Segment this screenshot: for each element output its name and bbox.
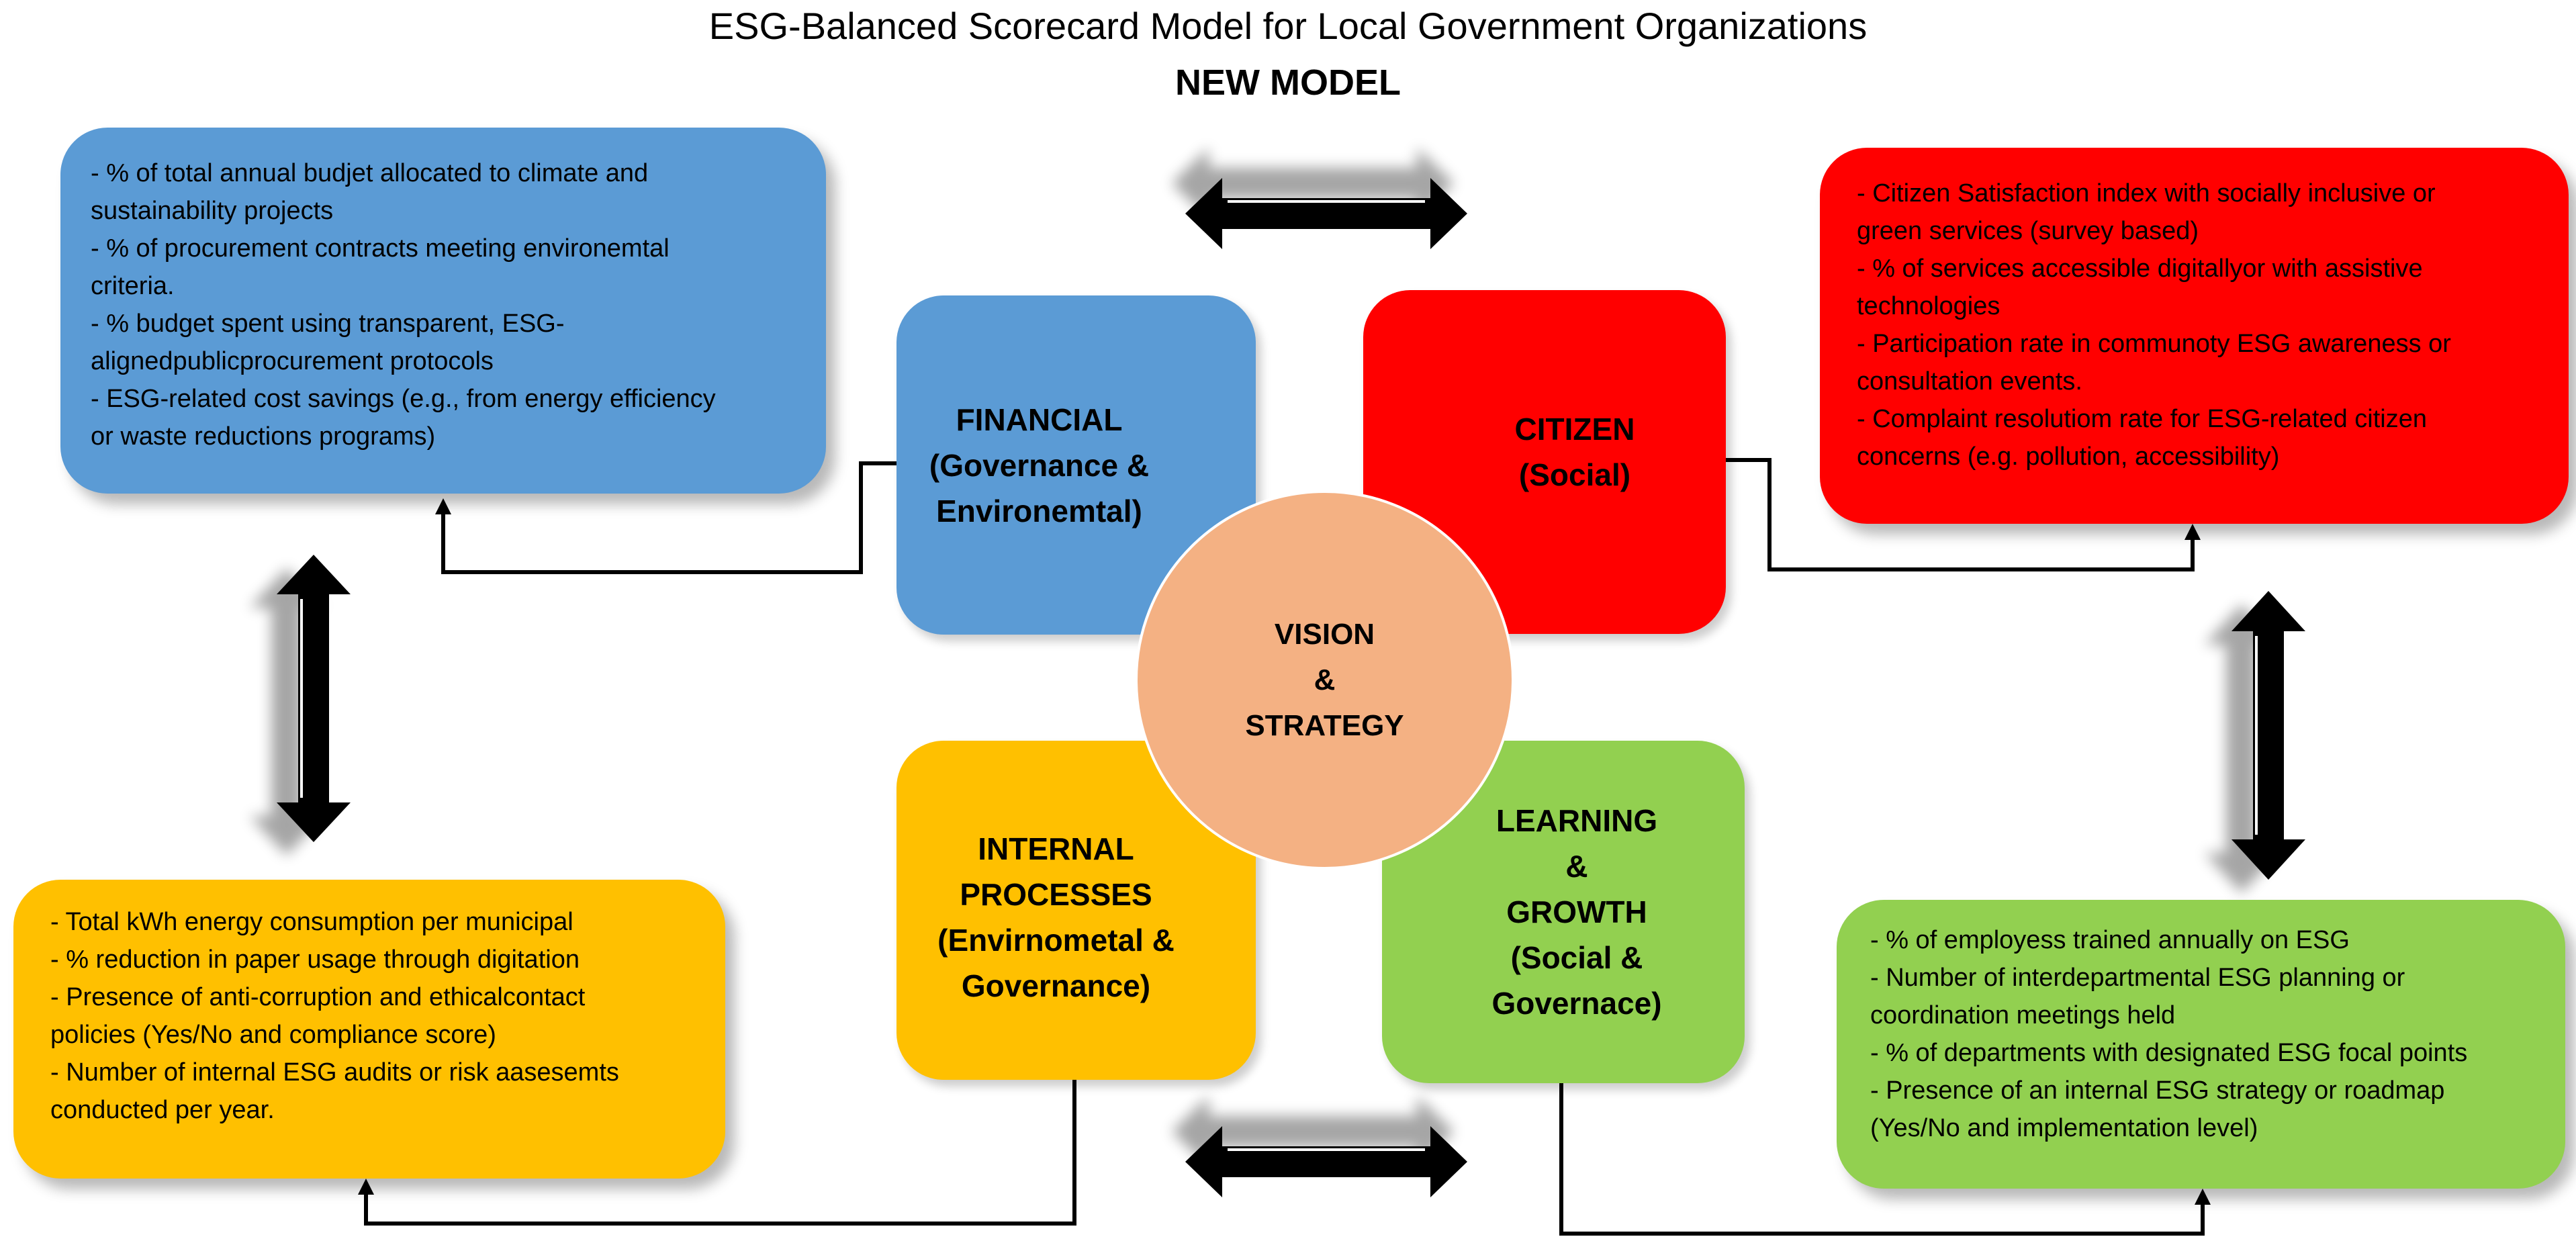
kpi-line: - % of services accessible digitallyor w…: [1857, 255, 2423, 283]
kpi-line: green services (survey based): [1857, 217, 2199, 245]
tile-label: FINANCIAL: [956, 402, 1123, 437]
kpi-line: - % of departments with designated ESG f…: [1870, 1039, 2468, 1067]
arrowhead-learning: [2195, 1189, 2211, 1205]
connector-financial: [441, 461, 896, 574]
arrowhead-financial: [435, 498, 451, 514]
kpi-line: - Complaint resolutiom rate for ESG-rela…: [1857, 405, 2427, 433]
center-label: VISION: [1274, 617, 1375, 651]
tile-label: Governace): [1491, 986, 1662, 1021]
kpi-line: or waste reductions programs): [91, 422, 436, 451]
kpi-line: conducted per year.: [50, 1096, 275, 1124]
double-arrow-top: [1172, 148, 1467, 249]
diagram-subtitle: NEW MODEL: [1175, 62, 1401, 103]
kpi-line: consultation events.: [1857, 367, 2082, 396]
tile-label: (Envirnometal &: [937, 922, 1175, 958]
tile-label: CITIZEN: [1514, 412, 1635, 447]
diagram-title: ESG-Balanced Scorecard Model for Local G…: [708, 5, 1868, 47]
center-label: &: [1314, 663, 1336, 696]
kpi-line: criteria.: [91, 272, 175, 300]
kpi-line: - % of procurement contracts meeting env…: [91, 234, 670, 263]
vision-strategy-circle: VISION & STRATEGY: [1135, 490, 1514, 870]
kpi-line: coordination meetings held: [1870, 1001, 2176, 1029]
kpi-line: alignedpublicprocurement protocols: [91, 347, 494, 375]
connector-internal: [364, 1080, 1076, 1226]
tile-label: GROWTH: [1506, 894, 1647, 929]
tile-label: Governance): [961, 968, 1151, 1003]
kpi-line: - Participation rate in communoty ESG aw…: [1857, 330, 2451, 358]
kpi-line: concerns (e.g. pollution, accessibility): [1857, 443, 2280, 471]
kpi-line: - % of employess trained annually on ESG: [1870, 926, 2350, 954]
kpi-line: - Total kWh energy consumption per munic…: [50, 908, 573, 936]
kpi-line: - Number of interdepartmental ESG planni…: [1870, 964, 2405, 992]
double-arrow-left: [250, 555, 351, 856]
tile-label: (Governance &: [929, 447, 1150, 483]
arrowhead-citizen: [2184, 524, 2201, 540]
double-arrow-bottom: [1172, 1096, 1467, 1197]
kpi-line: - Presence of anti-corruption and ethica…: [50, 983, 586, 1011]
financial-kpi-box: - % of total annual budjet allocated to …: [60, 128, 826, 494]
arrowhead-internal: [358, 1179, 374, 1195]
kpi-line: - ESG-related cost savings (e.g., from e…: [91, 385, 716, 413]
kpi-line: sustainability projects: [91, 197, 334, 225]
kpi-line: - Presence of an internal ESG strategy o…: [1870, 1076, 2445, 1105]
internal-processes-kpi-box: - Total kWh energy consumption per munic…: [13, 880, 725, 1179]
tile-label: Environemtal): [936, 493, 1142, 528]
kpi-line: - Citizen Satisfaction index with social…: [1857, 179, 2436, 208]
tile-label: &: [1565, 849, 1588, 884]
connector-learning: [1559, 1083, 2205, 1236]
tile-label: INTERNAL: [978, 831, 1134, 866]
tile-label: (Social): [1518, 457, 1631, 492]
kpi-line: policies (Yes/No and compliance score): [50, 1021, 496, 1049]
kpi-line: - % budget spent using transparent, ESG-: [91, 310, 565, 338]
double-arrow-right: [2205, 591, 2305, 893]
tile-label: (Social &: [1510, 940, 1643, 975]
connector-citizen: [1726, 458, 2195, 571]
kpi-line: technologies: [1857, 292, 2000, 320]
kpi-line: (Yes/No and implementation level): [1870, 1114, 2258, 1142]
citizen-kpi-box: - Citizen Satisfaction index with social…: [1820, 148, 2569, 524]
kpi-line: - Number of internal ESG audits or risk …: [50, 1058, 619, 1087]
kpi-line: - % reduction in paper usage through dig…: [50, 946, 580, 974]
tile-label: LEARNING: [1496, 803, 1658, 838]
learning-growth-kpi-box: - % of employess trained annually on ESG…: [1837, 900, 2565, 1189]
center-label: STRATEGY: [1245, 708, 1404, 742]
tile-label: PROCESSES: [960, 876, 1152, 912]
kpi-line: - % of total annual budjet allocated to …: [91, 159, 649, 187]
